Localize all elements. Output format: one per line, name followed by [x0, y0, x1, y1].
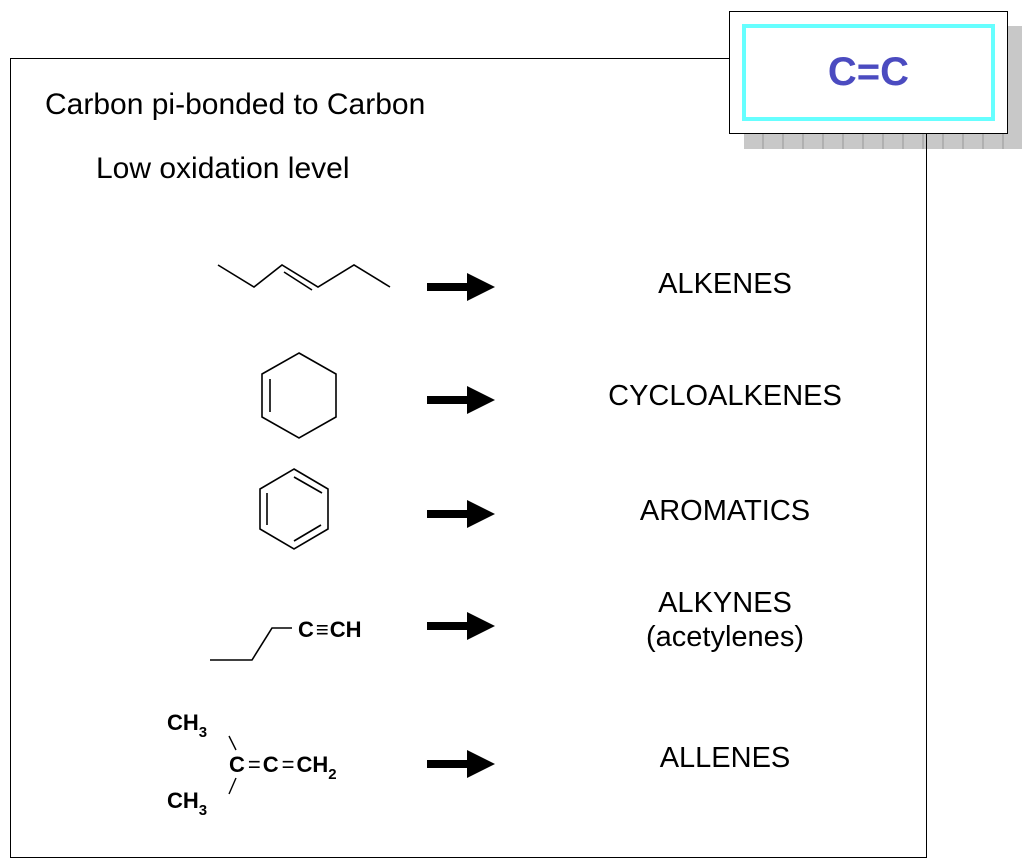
svg-text:CH3: CH3 [167, 710, 207, 741]
alkene-structure [217, 264, 391, 291]
cyclohexene-structure [261, 352, 337, 439]
right-arrow-icon [427, 500, 495, 528]
alkyne-formula: C≡CH [298, 617, 362, 642]
title-badge: C=C [729, 11, 1008, 134]
alkynes-subname: (acetylenes) [646, 621, 804, 653]
class-label-cycloalkenes: CYCLOALKENES [608, 380, 842, 412]
svg-text:C=C=CH2: C=C=CH2 [229, 752, 337, 783]
class-label-alkenes: ALKENES [658, 268, 792, 300]
right-arrow-icon [427, 612, 495, 640]
heading: Carbon pi-bonded to Carbon [45, 88, 426, 121]
alkyne-structure: C≡CH [210, 617, 362, 661]
alkynes-name: ALKYNES [658, 587, 792, 619]
class-label-aromatics: AROMATICS [639, 495, 811, 527]
benzene-structure [259, 468, 329, 550]
svg-text:CH3: CH3 [167, 788, 207, 819]
class-label-alkynes: ALKYNES (acetylenes) [555, 586, 895, 654]
title-badge-inner: C=C [742, 24, 995, 121]
allene-structure: CH3 C=C=CH2 CH3 [167, 710, 337, 819]
right-arrow-icon [427, 386, 495, 414]
subheading: Low oxidation level [96, 152, 350, 185]
right-arrow-icon [427, 750, 495, 778]
class-label-allenes: ALLENES [659, 742, 791, 774]
structures-diagram: C≡CH CH3 C=C=CH2 CH3 [167, 264, 495, 819]
title-badge-label: C=C [827, 50, 910, 94]
right-arrow-icon [427, 273, 495, 301]
